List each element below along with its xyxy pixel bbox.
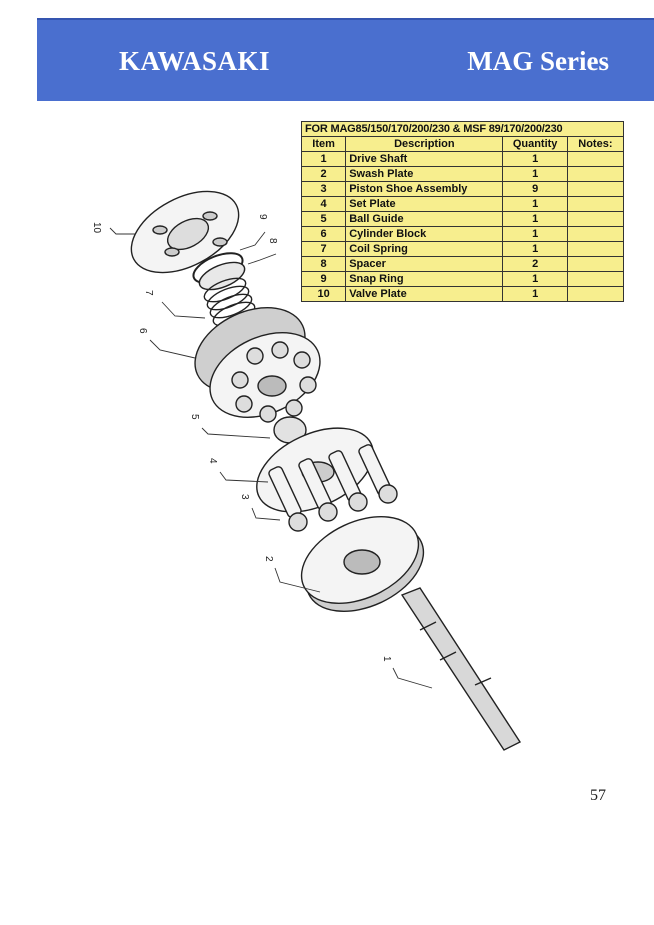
callout-4: 4 [207,458,218,464]
table-row: 7 Coil Spring 1 [300,241,625,257]
column-header-item: Item [300,136,347,152]
table-row: 9 Snap Ring 1 [300,271,625,287]
spacer-drawing [198,261,246,291]
cell-item: 2 [300,166,347,182]
callout-10: 10 [91,222,102,234]
table-row: 6 Cylinder Block 1 [300,226,625,242]
cell-item: 1 [300,151,347,167]
cell-notes [566,286,625,302]
cell-notes [566,196,625,212]
column-header-quantity: Quantity [502,136,568,152]
cell-description: Swash Plate [345,166,504,182]
cell-notes [566,211,625,227]
cell-notes [566,181,625,197]
callout-7: 7 [143,290,154,296]
cell-notes [566,151,625,167]
exploded-pump-diagram: 10 9 8 7 6 5 4 3 2 1 [91,190,522,751]
cell-notes [566,271,625,287]
callout-3: 3 [239,494,250,500]
parts-list-table: FOR MAG85/150/170/200/230 & MSF 89/170/2… [300,121,625,302]
column-header-notes: Notes: [566,136,625,152]
cell-notes [566,226,625,242]
cell-description: Valve Plate [345,286,504,302]
table-row: 8 Spacer 2 [300,256,625,272]
drive-shaft-drawing [400,587,522,751]
series-title: MAG Series [467,46,609,76]
swash-plate-drawing [300,516,425,612]
cell-quantity: 1 [502,286,568,302]
page-number: 57 [590,787,606,804]
callout-6: 6 [137,328,148,334]
brand-title: KAWASAKI [119,46,271,76]
table-row: 2 Swash Plate 1 [300,166,625,182]
callout-1: 1 [381,656,392,662]
piston-shoe-assembly-drawing [268,444,398,532]
page-header-banner: KAWASAKI MAG Series [37,18,654,101]
table-row: 3 Piston Shoe Assembly 9 [300,181,625,197]
callout-2: 2 [263,556,274,562]
table-row: 1 Drive Shaft 1 [300,151,625,167]
table-header-row: Item Description Quantity Notes: [300,136,625,152]
table-title: FOR MAG85/150/170/200/230 & MSF 89/170/2… [301,121,624,137]
cell-item: 10 [300,286,347,302]
cell-description: Set Plate [345,196,504,212]
callout-5: 5 [189,414,200,420]
cell-notes [566,256,625,272]
callout-8: 8 [267,238,278,244]
cell-description: Drive Shaft [345,151,504,167]
cell-quantity: 1 [502,166,568,182]
cell-quantity: 1 [502,211,568,227]
valve-plate-drawing [130,190,240,274]
coil-spring-drawing [203,277,256,327]
cylinder-block-drawing [194,307,321,423]
table-row: 10 Valve Plate 1 [300,286,625,302]
table-row: 5 Ball Guide 1 [300,211,625,227]
cell-notes [566,166,625,182]
cell-description: Coil Spring [345,241,504,257]
table-title-row: FOR MAG85/150/170/200/230 & MSF 89/170/2… [301,121,624,137]
cell-notes [566,241,625,257]
callout-9: 9 [257,214,268,220]
column-header-description: Description [345,136,504,152]
cell-quantity: 1 [502,151,568,167]
